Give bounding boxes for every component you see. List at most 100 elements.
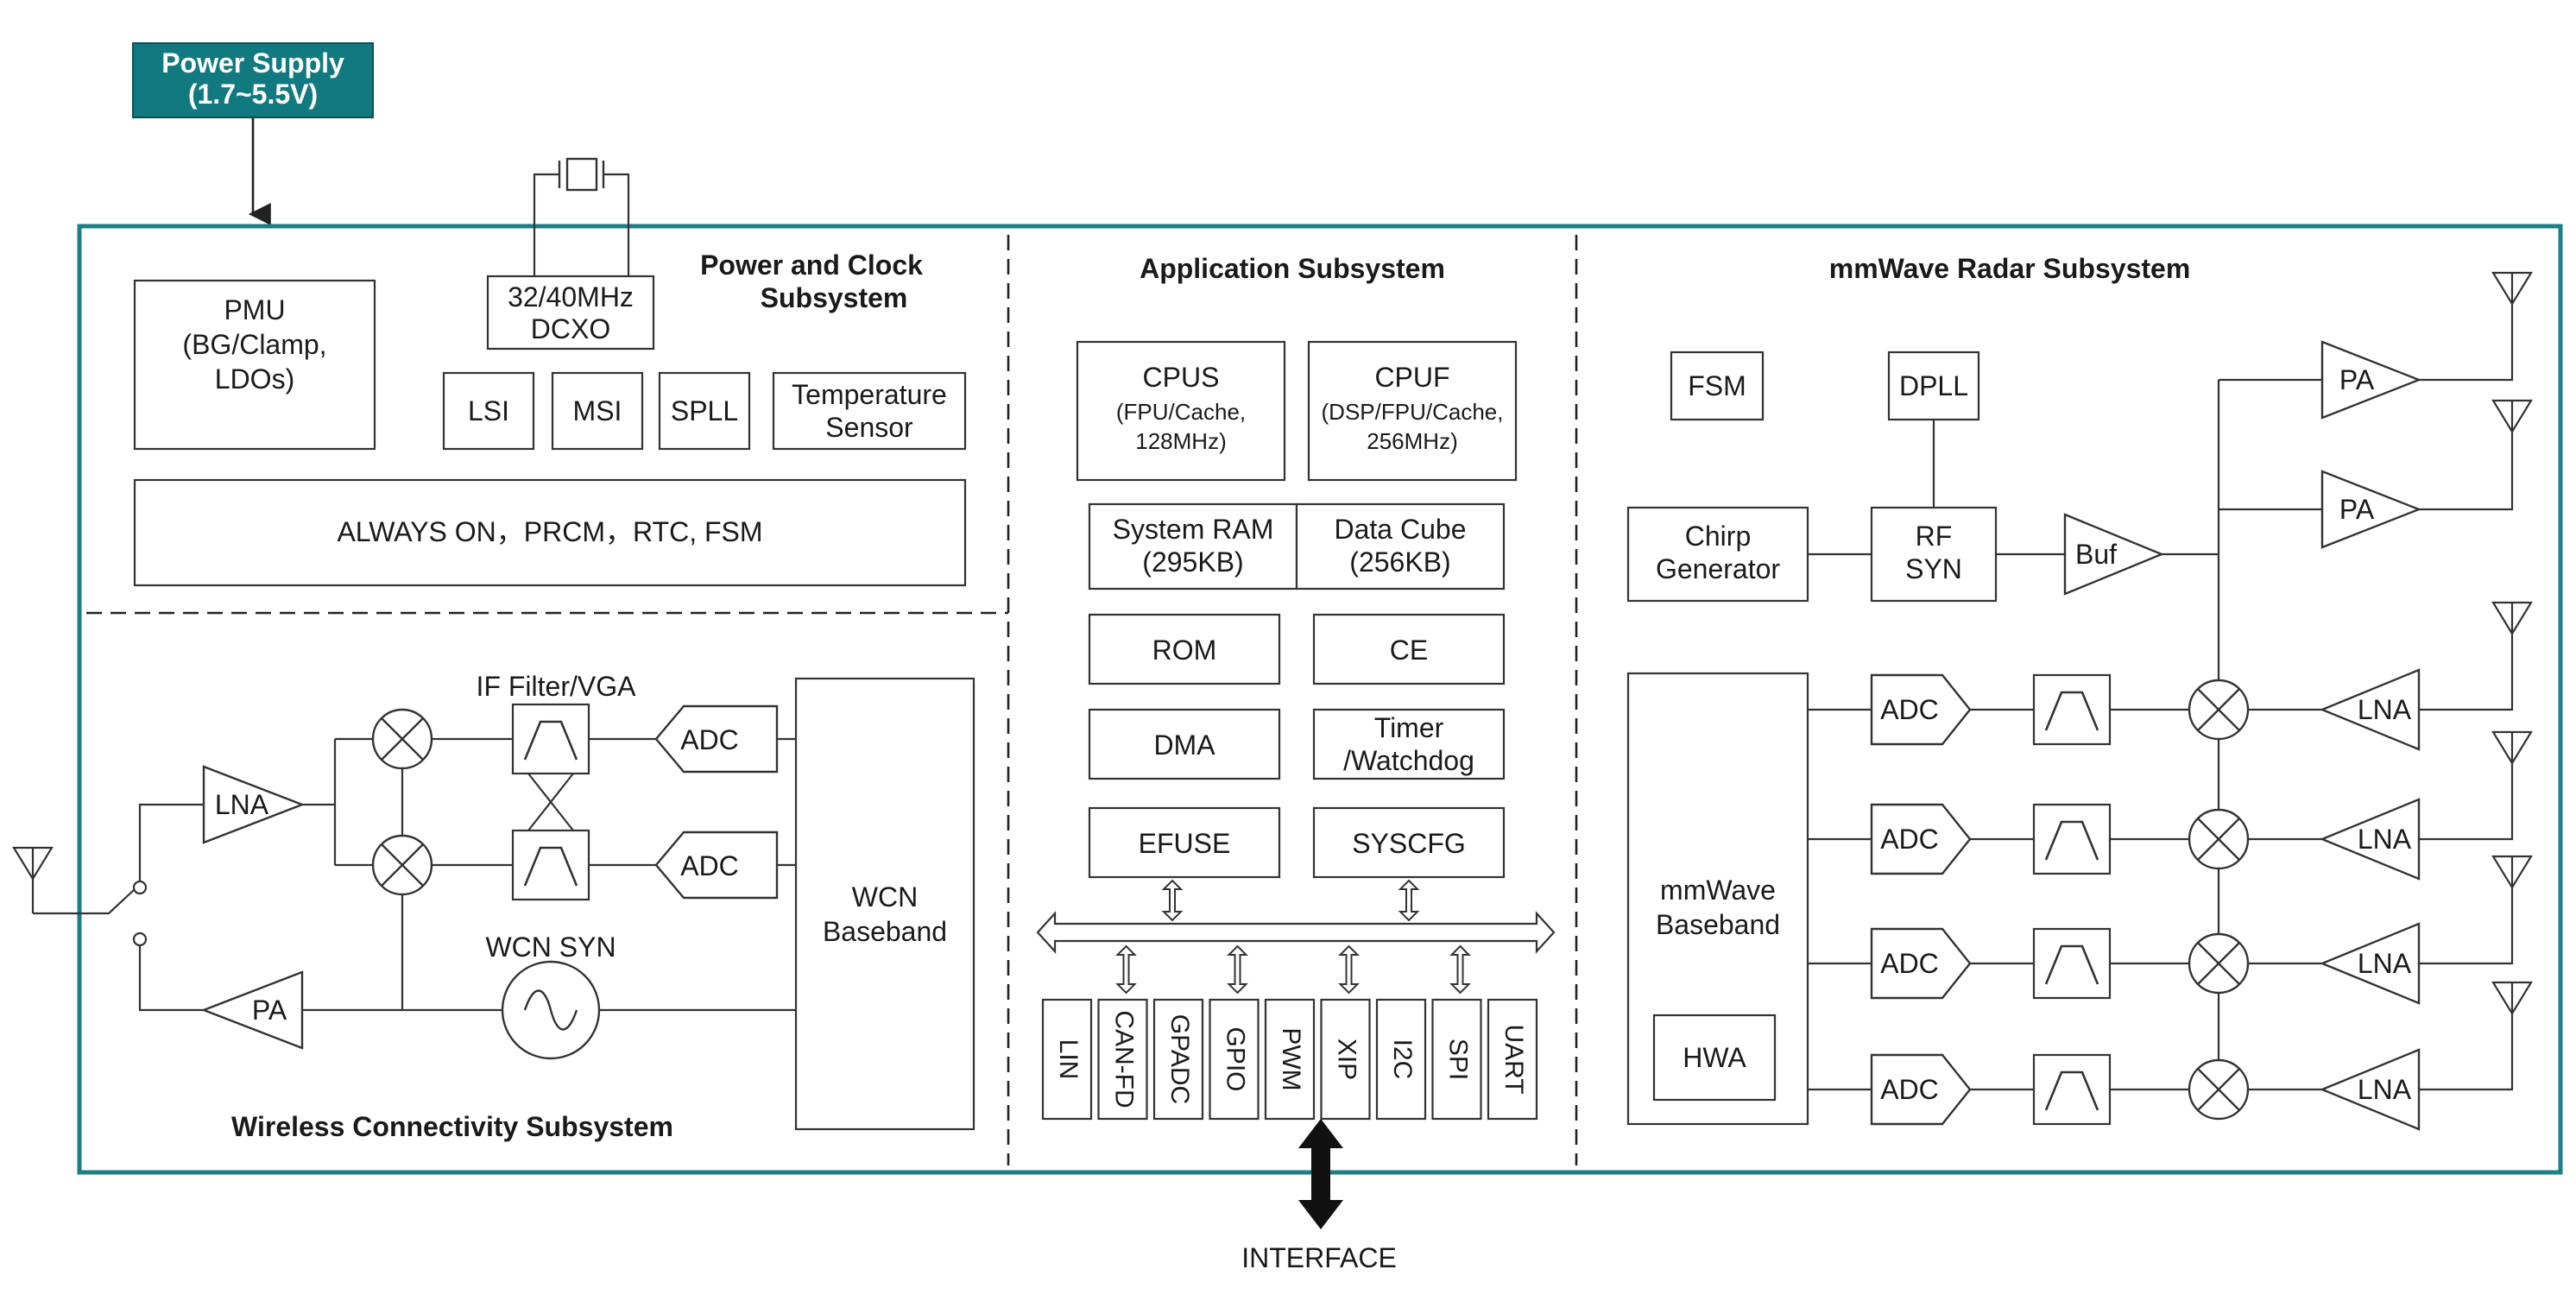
peripheral-pwm: PWM: [1264, 998, 1316, 1121]
power-clock-title: Power and Clock: [700, 249, 923, 281]
power-supply-label: Power Supply: [161, 47, 344, 79]
bus-tap-peripheral-5: [1338, 944, 1360, 995]
bus-tap-peripheral-3: [1227, 944, 1248, 995]
radar-adc-2: ADC: [1870, 803, 1972, 875]
svg-text:(DSP/FPU/Cache,: (DSP/FPU/Cache,: [1322, 399, 1504, 425]
if-filter-q-icon: [511, 829, 590, 901]
svg-text:Generator: Generator: [1656, 553, 1780, 584]
wcn-pa-amplifier: PA: [200, 970, 304, 1050]
wcn-lna-amplifier: LNA: [202, 765, 306, 844]
power-supply-voltage: (1.7~5.5V): [188, 79, 318, 110]
svg-text:ADC: ADC: [1880, 694, 1939, 725]
radar-title: mmWave Radar Subsystem: [1829, 253, 2191, 284]
svg-text:DPLL: DPLL: [1899, 370, 1968, 401]
msi-block: MSI: [551, 371, 644, 451]
always-on-block: ALWAYS ON，PRCM，RTC, FSM: [133, 478, 967, 587]
radar-lna-4: LNA: [2319, 1048, 2421, 1131]
peripheral-can-fd: CAN-FD: [1097, 998, 1148, 1121]
wcn-adc-1: ADC: [654, 704, 779, 774]
peripheral-lin: LIN: [1041, 998, 1093, 1121]
rx-chain-4: ADC LNA: [1808, 981, 2533, 1131]
svg-text:(FPU/Cache,: (FPU/Cache,: [1116, 399, 1246, 425]
svg-text:LDOs): LDOs): [215, 363, 294, 395]
svg-text:Data Cube: Data Cube: [1335, 514, 1467, 545]
peripheral-label: GPIO: [1222, 1026, 1250, 1091]
svg-text:/Watchdog: /Watchdog: [1343, 745, 1474, 776]
hwa-block: HWA: [1652, 1014, 1777, 1102]
temperature-sensor-block: Temperature Sensor: [772, 371, 967, 451]
application-title: Application Subsystem: [1140, 253, 1445, 284]
peripheral-uart: UART: [1487, 998, 1538, 1121]
peripheral-label: UART: [1500, 1024, 1528, 1094]
radar-fsm-block: FSM: [1670, 351, 1765, 421]
lsi-block: LSI: [442, 371, 535, 451]
peripheral-label: CAN-FD: [1110, 1010, 1139, 1108]
wcn-mixer-q-icon: [371, 834, 433, 896]
svg-text:PMU: PMU: [224, 294, 285, 325]
svg-text:Timer: Timer: [1374, 712, 1444, 743]
wcn-baseband-block: WCN Baseband: [794, 677, 975, 1131]
peripheral-i2c: I2C: [1375, 998, 1427, 1121]
svg-text:ADC: ADC: [680, 724, 739, 755]
power-supply-block: Power Supply (1.7~5.5V): [132, 42, 374, 118]
radar-adc-4: ADC: [1870, 1053, 1972, 1126]
wcn-adc-2: ADC: [654, 830, 779, 900]
svg-text:HWA: HWA: [1683, 1042, 1746, 1073]
svg-text:256MHz): 256MHz): [1367, 428, 1457, 454]
crystal-icon: [533, 157, 630, 276]
svg-text:128MHz): 128MHz): [1135, 428, 1226, 454]
wcn-antenna-icon: [12, 846, 54, 915]
bus-tap-peripheral-7: [1449, 944, 1471, 995]
spll-block: SPLL: [658, 371, 751, 451]
rx-chain-1: ADC LNA: [1808, 601, 2533, 751]
svg-text:ADC: ADC: [1880, 824, 1939, 855]
radar-mixer-4-icon: [2188, 1058, 2250, 1121]
peripheral-label: LIN: [1054, 1039, 1083, 1080]
if-filter-i-icon: [511, 703, 590, 775]
timer-watchdog-block: Timer /Watchdog: [1312, 708, 1506, 780]
radar-mixer-3-icon: [2188, 932, 2250, 995]
svg-text:ADC: ADC: [1880, 948, 1939, 979]
peripheral-label: PWM: [1277, 1027, 1305, 1090]
svg-text:FSM: FSM: [1688, 370, 1746, 401]
interface-arrow: [1298, 1119, 1343, 1229]
wcn-mixer-i-icon: [371, 708, 433, 770]
rx-chain-3: ADC LNA: [1808, 855, 2533, 1005]
svg-text:Baseband: Baseband: [823, 916, 947, 947]
wcn-syn-label: WCN SYN: [485, 932, 616, 963]
rx-antenna-4-icon: [2491, 981, 2533, 1050]
svg-text:RF: RF: [1916, 521, 1953, 552]
rx-chain-2: ADC LNA: [1808, 730, 2533, 881]
radar-pa-1: PA: [2320, 340, 2422, 420]
radar-lna-2: LNA: [2319, 798, 2421, 881]
peripheral-gpadc: GPADC: [1152, 998, 1204, 1121]
radar-filter-4-icon: [2032, 1053, 2112, 1126]
radar-filter-2-icon: [2032, 803, 2112, 875]
svg-text:SPLL: SPLL: [671, 395, 738, 426]
rom-block: ROM: [1088, 613, 1281, 685]
peripheral-label: SPI: [1444, 1039, 1473, 1080]
svg-text:mmWave: mmWave: [1660, 875, 1776, 906]
wireless-title: Wireless Connectivity Subsystem: [231, 1111, 673, 1142]
if-filter-label: IF Filter/VGA: [477, 671, 637, 702]
svg-text:(295KB): (295KB): [1142, 546, 1243, 578]
radar-lna-1: LNA: [2319, 668, 2421, 751]
cpuf-block: CPUF (DSP/FPU/Cache, 256MHz): [1307, 340, 1518, 482]
svg-text:DCXO: DCXO: [531, 313, 610, 344]
svg-text:LNA: LNA: [2358, 824, 2412, 855]
svg-text:Temperature: Temperature: [792, 379, 947, 410]
data-cube-block: Data Cube (256KB): [1295, 502, 1506, 591]
system-bus-arrow: [1036, 911, 1556, 954]
rf-switch: [33, 888, 136, 915]
if-filter-cross: [527, 773, 574, 831]
buffer-amplifier: Buf: [2063, 513, 2165, 596]
svg-text:Sensor: Sensor: [825, 412, 913, 443]
svg-text:(256KB): (256KB): [1349, 546, 1450, 578]
rx-antenna-3-icon: [2491, 855, 2533, 924]
radar-lna-3: LNA: [2319, 922, 2421, 1005]
peripheral-label: GPADC: [1165, 1014, 1194, 1104]
system-ram-block: System RAM (295KB): [1088, 502, 1298, 591]
radar-filter-3-icon: [2032, 927, 2112, 1000]
